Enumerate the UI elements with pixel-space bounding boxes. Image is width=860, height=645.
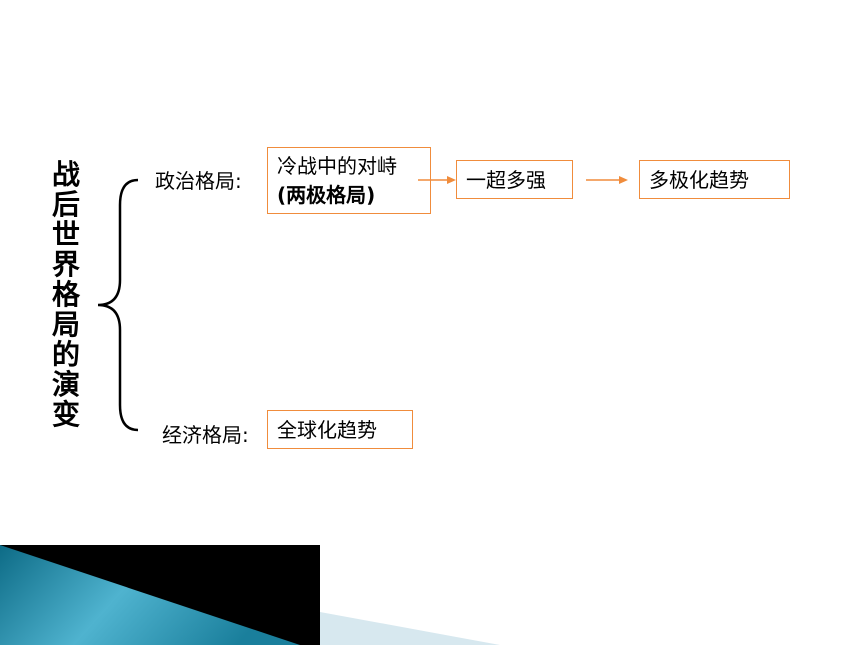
curly-brace xyxy=(97,178,139,432)
economic-stage-globalization-box: 全球化趋势 xyxy=(267,410,413,449)
title-char: 界 xyxy=(51,248,80,281)
political-label: 政治格局: xyxy=(155,169,242,193)
political-stage-multipolar-box: 多极化趋势 xyxy=(639,160,790,199)
title-char: 战 xyxy=(51,158,80,191)
economic-label: 经济格局: xyxy=(162,423,249,447)
title-char: 演 xyxy=(51,368,80,401)
title-char: 后 xyxy=(51,188,80,221)
diagram-title: 战 后 世 界 格 局 的 演 变 xyxy=(46,160,86,430)
arrow-head xyxy=(619,176,628,184)
stage-text: 一超多强 xyxy=(466,168,546,192)
title-char: 格 xyxy=(51,278,80,311)
stage-text: 多极化趋势 xyxy=(649,168,749,192)
title-char: 局 xyxy=(51,308,80,341)
stage-text: 冷战中的对峙 xyxy=(277,154,397,178)
stage-text: 全球化趋势 xyxy=(277,418,377,442)
political-stage-cold-war-box: 冷战中的对峙 (两极格局) xyxy=(267,147,431,214)
stage-subtext: (两极格局) xyxy=(277,183,376,207)
arrow-head xyxy=(447,176,456,184)
political-stage-unipolar-box: 一超多强 xyxy=(456,160,573,199)
title-char: 变 xyxy=(51,398,80,431)
title-char: 世 xyxy=(51,218,80,251)
title-char: 的 xyxy=(51,338,80,371)
